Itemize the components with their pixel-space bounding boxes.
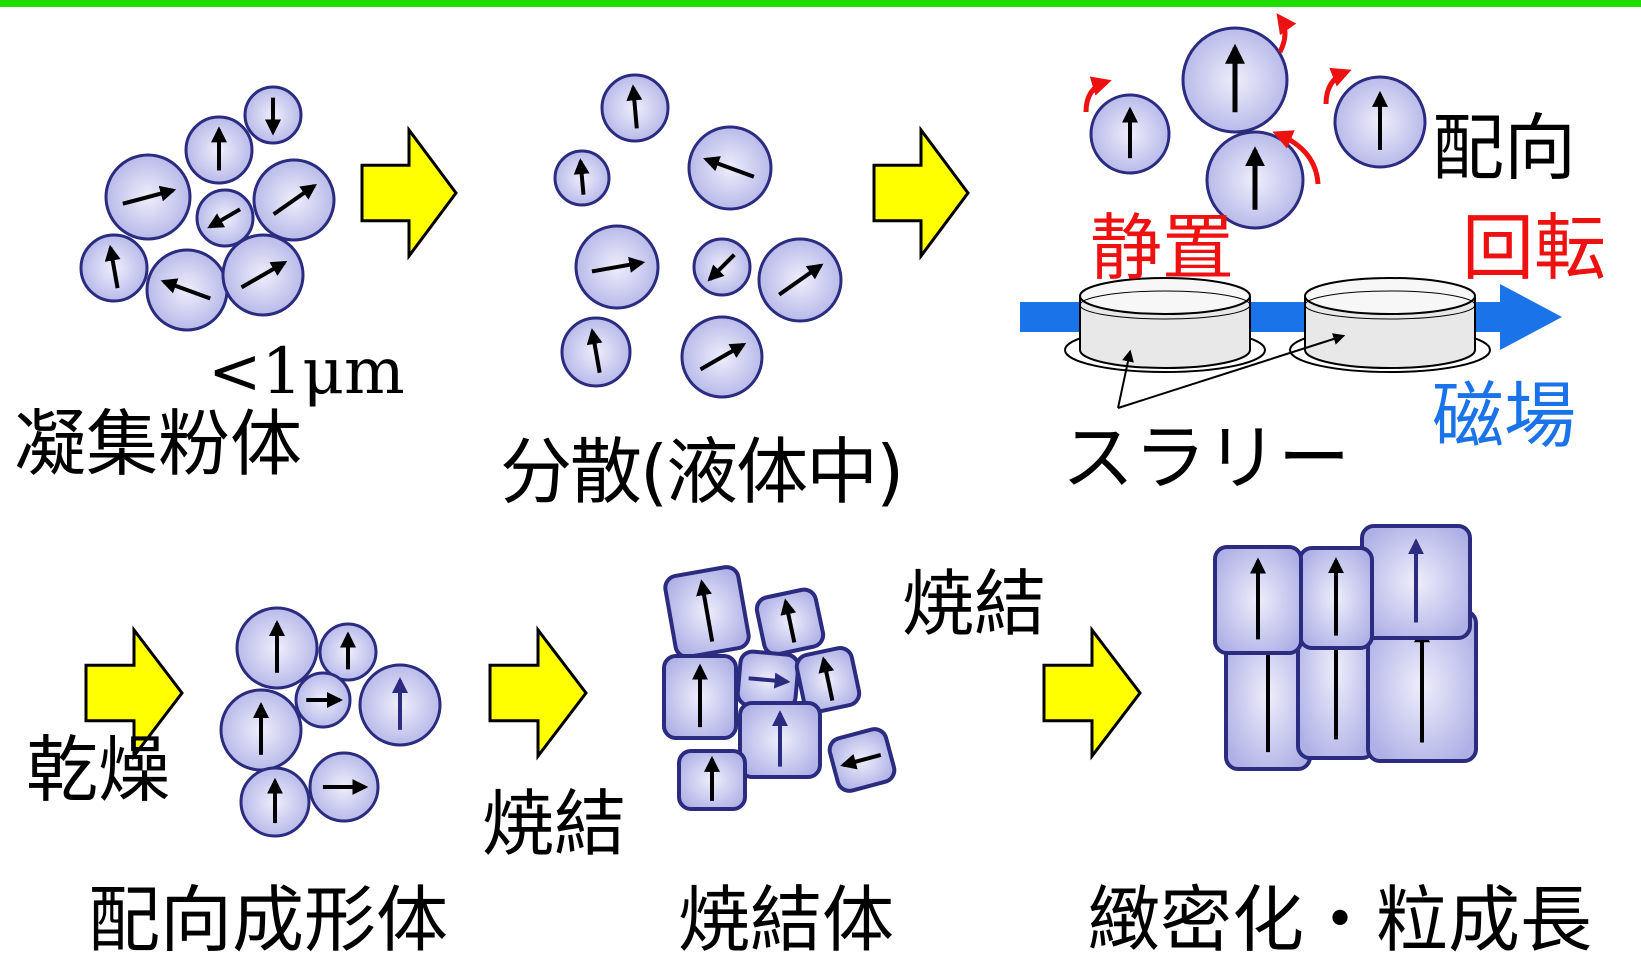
spin-arrow-icon xyxy=(573,158,590,195)
spin-arrow-icon xyxy=(207,207,242,229)
grain xyxy=(754,587,826,657)
grain xyxy=(1360,524,1472,640)
grain xyxy=(663,565,751,659)
particle xyxy=(235,606,319,690)
particle xyxy=(692,237,752,297)
grain xyxy=(677,749,747,811)
particle xyxy=(104,153,192,241)
spin-arrow-icon xyxy=(707,253,736,282)
orientation-label: 配向 xyxy=(1432,106,1577,190)
particle xyxy=(358,663,442,747)
grain xyxy=(662,654,738,740)
spin-arrow-icon xyxy=(703,156,755,179)
particle xyxy=(195,188,255,248)
oriented-compact-label: 配向成形体 xyxy=(88,878,449,962)
particle xyxy=(1333,75,1427,169)
particle xyxy=(219,688,303,772)
grain xyxy=(1298,546,1374,650)
slurry-dish-rotating xyxy=(1289,277,1491,373)
spin-arrow-icon xyxy=(160,278,211,301)
rotation-marks xyxy=(1083,13,1352,185)
particle xyxy=(687,125,773,211)
spin-arrow-icon xyxy=(699,342,747,372)
spin-arrow-icon xyxy=(778,263,824,297)
particle xyxy=(243,85,303,145)
spin-arrow-icon xyxy=(748,672,791,689)
spin-arrow-icon xyxy=(696,579,715,642)
particle xyxy=(184,115,254,185)
particle xyxy=(318,622,378,682)
magnetic-field-label: 磁場 xyxy=(1432,374,1577,458)
process-arrow-icon xyxy=(488,625,588,761)
drying-label: 乾燥 xyxy=(26,728,171,812)
particle xyxy=(145,248,229,332)
process-arrows xyxy=(84,125,1142,761)
slurry-label: スラリー xyxy=(1062,416,1351,500)
rotation-label: 回転 xyxy=(1462,206,1607,290)
spin-arrow-icon xyxy=(122,185,177,206)
grains-layer xyxy=(662,524,1478,811)
particle xyxy=(574,224,660,310)
particle xyxy=(239,766,311,838)
spin-arrow-icon xyxy=(240,260,288,290)
agglomerated-powder-label: 凝集粉体 xyxy=(14,402,303,486)
particle xyxy=(79,233,149,303)
particle xyxy=(553,149,611,207)
slurry-pointer-lines xyxy=(1117,333,1346,409)
grain xyxy=(738,701,822,779)
grain xyxy=(794,646,862,714)
particle xyxy=(1089,93,1171,175)
sintered-body-label: 焼結体 xyxy=(678,878,895,962)
particle xyxy=(221,233,305,317)
top-accent-bar xyxy=(0,0,1641,7)
static-label: 静置 xyxy=(1090,206,1235,290)
densification-label: 緻密化・粒成長 xyxy=(1088,878,1593,962)
spin-arrow-icon xyxy=(818,656,835,701)
particle xyxy=(600,73,670,143)
rotation-mark-icon xyxy=(1276,13,1297,54)
grain xyxy=(735,649,801,711)
size-note: <1μm xyxy=(208,335,405,409)
rotation-mark-icon xyxy=(1083,76,1112,113)
process-arrow-icon xyxy=(1042,625,1142,761)
spin-arrow-icon xyxy=(626,84,643,129)
particle xyxy=(1181,26,1289,134)
rotation-mark-icon xyxy=(1323,67,1352,105)
process-arrow-icon xyxy=(872,125,970,261)
spin-arrow-icon xyxy=(586,328,603,374)
grain xyxy=(1213,545,1303,655)
process-arrow-icon xyxy=(360,125,458,261)
particles-layer xyxy=(79,26,1427,838)
spin-arrow-icon xyxy=(591,256,646,274)
particle xyxy=(1205,130,1305,230)
particle xyxy=(294,671,352,729)
slurry-dish-static xyxy=(1064,277,1266,373)
sintering-label-2: 焼結 xyxy=(902,562,1047,646)
particle xyxy=(560,316,632,388)
particle xyxy=(680,315,764,399)
particle xyxy=(252,158,336,242)
spin-arrow-icon xyxy=(104,244,121,289)
spin-arrow-icon xyxy=(780,598,797,643)
process-arrow-icon xyxy=(84,625,184,761)
particle xyxy=(308,751,380,823)
dispersion-label: 分散(液体中) xyxy=(500,430,904,514)
grain xyxy=(827,727,897,793)
sintering-label-1: 焼結 xyxy=(482,782,627,866)
spin-arrow-icon xyxy=(840,753,882,770)
spin-arrow-icon xyxy=(272,183,317,216)
rotation-mark-icon xyxy=(1272,130,1321,185)
particle xyxy=(757,237,843,323)
